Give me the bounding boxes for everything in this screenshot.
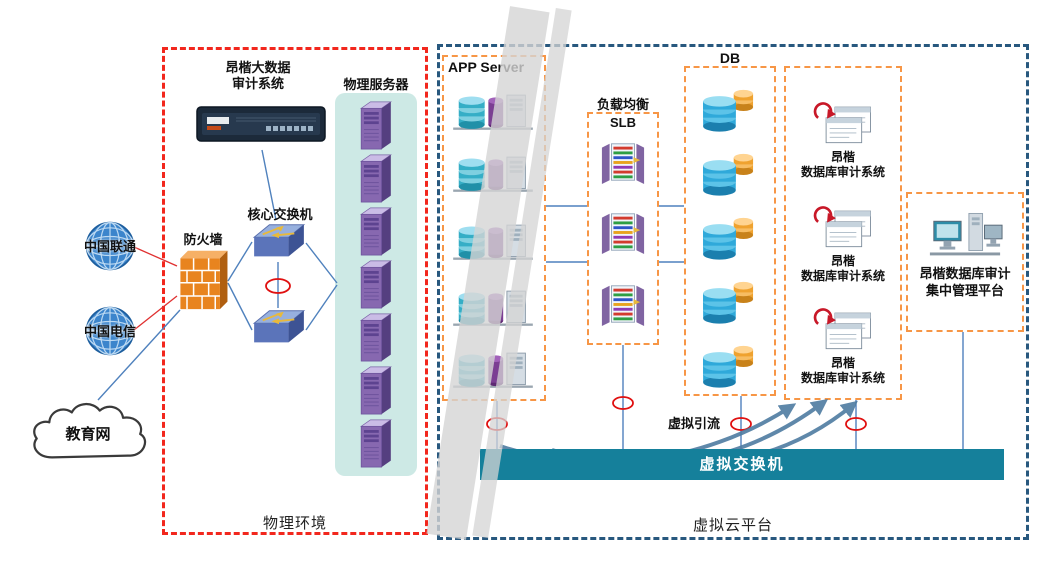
audit-item-label-line1: 昂楷 <box>830 356 855 370</box>
server-tower-icon <box>357 100 395 150</box>
db-icon <box>699 342 761 390</box>
slb-sub-label: SLB <box>610 115 636 130</box>
audit-system-icon <box>811 100 875 148</box>
unicom-label: 中国联通 <box>83 239 136 254</box>
wan-links <box>133 246 178 331</box>
slb-group-box <box>587 112 659 345</box>
telecom-label: 中国电信 <box>83 324 136 339</box>
app-server-icon <box>449 214 537 264</box>
bigdata-audit-title-line2: 审计系统 <box>231 76 284 92</box>
physical-connectors <box>97 149 338 401</box>
firewall-icon <box>176 247 230 311</box>
edu-label: 教育网 <box>65 426 111 443</box>
audit-item-label-line1: 昂楷 <box>830 150 855 164</box>
port-markers <box>265 278 867 431</box>
app-server-icon <box>449 280 537 330</box>
db-icon <box>699 150 761 198</box>
mgmt-platform-icon <box>926 203 1004 261</box>
cloud-zone-label: 虚拟云平台 <box>692 517 773 534</box>
server-tower-icon <box>357 365 395 415</box>
audit-system-icon <box>811 204 875 252</box>
app-server-icon <box>449 342 537 392</box>
slb-icon <box>600 138 646 186</box>
slb-icon <box>600 280 646 328</box>
slb-label: 负载均衡 <box>596 97 649 112</box>
app-server-icon <box>449 146 537 196</box>
bigdata-audit-title: 昂楷大数据 审计系统 <box>198 60 318 93</box>
db-icon <box>699 214 761 262</box>
audit-item-label-line1: 昂楷 <box>830 254 855 268</box>
audit-group-box <box>784 66 902 400</box>
db-icon <box>699 278 761 326</box>
audit-system-icon <box>811 306 875 354</box>
physical-server-label: 物理服务器 <box>343 77 409 92</box>
server-tower-icon <box>357 312 395 362</box>
bigdata-audit-title-line1: 昂楷大数据 <box>225 60 291 75</box>
mgmt-label-line2: 集中管理平台 <box>925 283 1004 298</box>
db-icon <box>699 86 761 134</box>
audit-item-label-line2: 数据库审计系统 <box>800 371 885 385</box>
virtual-switch-bar: 虚拟交换机 <box>480 449 1004 480</box>
app-server-label: APP Server <box>448 59 525 75</box>
slb-icon <box>600 208 646 256</box>
db-group-box <box>684 66 776 396</box>
mgmt-label-line1: 昂楷数据库审计 <box>919 266 1011 281</box>
core-switch-label: 核心交换机 <box>247 207 313 222</box>
traffic-label: 虚拟引流 <box>667 416 720 431</box>
server-tower-icon <box>357 206 395 256</box>
server-tower-icon <box>357 153 395 203</box>
bigdata-appliance-icon <box>196 102 326 146</box>
audit-item-label-line2: 数据库审计系统 <box>800 165 885 179</box>
firewall-label: 防火墙 <box>183 232 223 247</box>
app-server-icon <box>449 84 537 134</box>
core-switch-icon <box>252 220 306 264</box>
db-label: DB <box>719 50 741 66</box>
core-switch-icon <box>252 306 306 350</box>
audit-item-label-line2: 数据库审计系统 <box>800 269 885 283</box>
physical-zone-label: 物理环境 <box>262 515 327 532</box>
mgmt-group-box <box>906 192 1024 332</box>
server-tower-icon <box>357 418 395 468</box>
server-tower-icon <box>357 259 395 309</box>
